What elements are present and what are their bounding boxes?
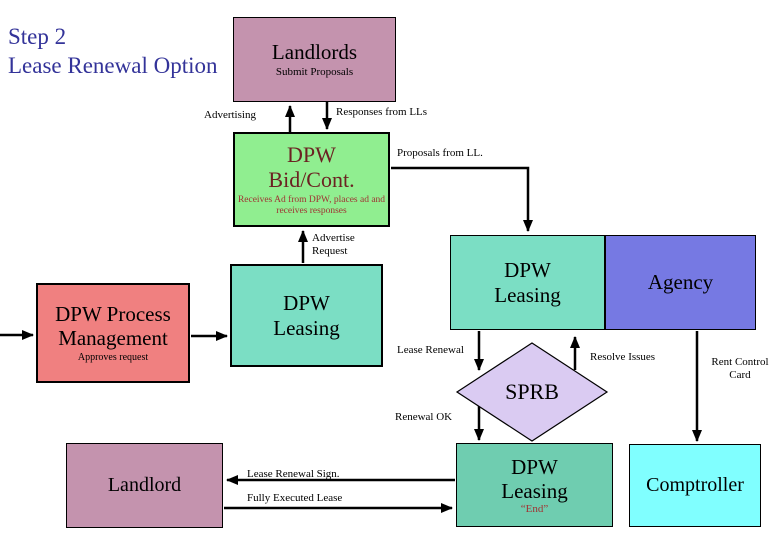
node-dpw-process-management: DPW Process Management Approves request bbox=[36, 283, 190, 383]
node-dpw-bid-cont-title-line1: DPW bbox=[287, 141, 336, 167]
node-dpw-bid-cont: DPW Bid/Cont. Receives Ad from DPW, plac… bbox=[233, 132, 390, 227]
node-process-title-line1: DPW Process bbox=[55, 302, 171, 327]
node-comptroller: Comptroller bbox=[629, 444, 761, 527]
node-dpw-leasing-end: DPW Leasing “End” bbox=[456, 443, 613, 527]
node-leasing-end-title-line2: Leasing bbox=[501, 478, 568, 503]
edge-label-resolve-issues: Resolve Issues bbox=[590, 351, 656, 363]
edge-label-advertise-request: Advertise Request bbox=[312, 232, 355, 258]
edge-label-fully-executed-lease: Fully Executed Lease bbox=[247, 492, 343, 504]
node-dpw-leasing-right: DPW Leasing bbox=[450, 235, 605, 330]
slide-title-line1: Step 2 bbox=[8, 24, 67, 49]
node-landlords: Landlords Submit Proposals bbox=[233, 17, 396, 102]
edge-label-proposals: Proposals from LL. bbox=[397, 147, 483, 159]
slide-title: Step 2 Lease Renewal Option bbox=[8, 22, 217, 81]
edge-label-advertising: Advertising bbox=[204, 109, 256, 121]
node-landlord: Landlord bbox=[66, 443, 223, 528]
slide-title-line2: Lease Renewal Option bbox=[8, 53, 218, 79]
node-agency: Agency bbox=[605, 235, 756, 330]
node-landlords-title: Landlords bbox=[271, 40, 358, 65]
node-leasing-mid-title-line1: DPW bbox=[283, 291, 330, 316]
node-dpw-bid-cont-title-line2: Bid/Cont. bbox=[268, 167, 355, 193]
node-landlords-subtitle: Submit Proposals bbox=[275, 66, 354, 79]
node-leasing-right-title-line1: DPW bbox=[504, 258, 551, 283]
node-landlord-title: Landlord bbox=[107, 474, 182, 496]
sprb-diamond-shape bbox=[455, 342, 609, 442]
node-leasing-right-title-line2: Leasing bbox=[494, 282, 561, 307]
edge-label-renewal-ok: Renewal OK bbox=[395, 411, 453, 423]
edge-label-responses: Responses from LLs bbox=[336, 106, 428, 118]
edge-label-lease-renewal-sign: Lease Renewal Sign. bbox=[247, 468, 340, 480]
arrow-proposals bbox=[391, 166, 533, 232]
node-leasing-end-title-line1: DPW bbox=[511, 454, 558, 479]
sprb-label: SPRB bbox=[505, 379, 559, 404]
node-dpw-leasing-middle: DPW Leasing bbox=[230, 264, 383, 367]
node-leasing-mid-title-line2: Leasing bbox=[273, 315, 340, 340]
node-process-title-line2: Management bbox=[58, 326, 168, 351]
node-dpw-bid-cont-subtitle: Receives Ad from DPW, places ad and rece… bbox=[237, 195, 386, 217]
node-process-subtitle: Approves request bbox=[77, 352, 149, 364]
sprb-diamond bbox=[455, 342, 609, 442]
node-leasing-end-subtitle: “End” bbox=[520, 502, 549, 515]
edge-label-lease-renewal: Lease Renewal bbox=[397, 344, 464, 356]
edge-label-rent-control-card: Rent Control Card bbox=[711, 356, 769, 382]
node-comptroller-title: Comptroller bbox=[646, 474, 744, 496]
node-agency-title: Agency bbox=[647, 270, 714, 295]
